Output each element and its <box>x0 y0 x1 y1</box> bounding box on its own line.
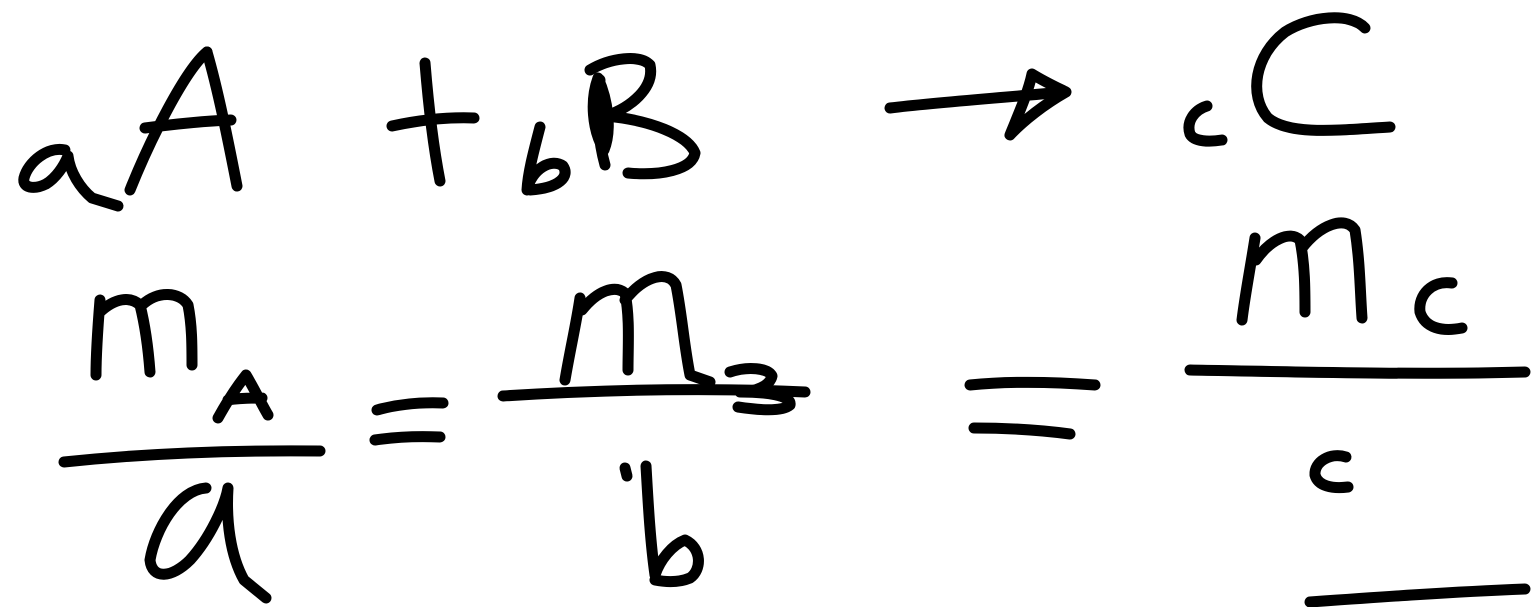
ratio-equation <box>58 217 1531 607</box>
stroke-A-big-left <box>124 46 213 196</box>
stroke-m-B <box>559 271 716 388</box>
stroke-equals-2-top <box>964 376 1101 391</box>
stroke-c-small <box>1183 100 1228 147</box>
stroke-subscript-c <box>1414 277 1468 335</box>
stroke-arrow-shaft <box>884 86 1069 114</box>
stroke-denominator-b <box>640 460 704 588</box>
stroke-equals-1-bottom <box>369 431 446 446</box>
stroke-m-A <box>90 289 198 381</box>
stroke-partial-bottom <box>1304 583 1531 607</box>
reaction-equation <box>18 12 1396 212</box>
stroke-denominator-a <box>144 482 272 604</box>
stroke-arrow-head <box>1004 68 1072 141</box>
stroke-m-C <box>1236 217 1368 326</box>
stroke-A-big-bar <box>139 114 237 134</box>
stroke-equals-1-top <box>371 397 449 416</box>
stroke-a-small <box>18 143 124 212</box>
stroke-denominator-b-dot <box>619 462 633 482</box>
stroke-b-small <box>521 121 571 196</box>
stroke-plus-horizontal <box>386 112 480 132</box>
stroke-subscript-A <box>212 369 274 424</box>
stroke-denominator-c <box>1309 450 1354 494</box>
stroke-B-big-loop <box>587 72 614 156</box>
stroke-C-big <box>1251 12 1396 136</box>
stroke-fraction-bar-3 <box>1184 364 1531 379</box>
stroke-fraction-bar-1 <box>58 445 326 468</box>
stroke-equals-2-bottom <box>968 422 1076 440</box>
stroke-fraction-bar-2 <box>497 383 811 402</box>
